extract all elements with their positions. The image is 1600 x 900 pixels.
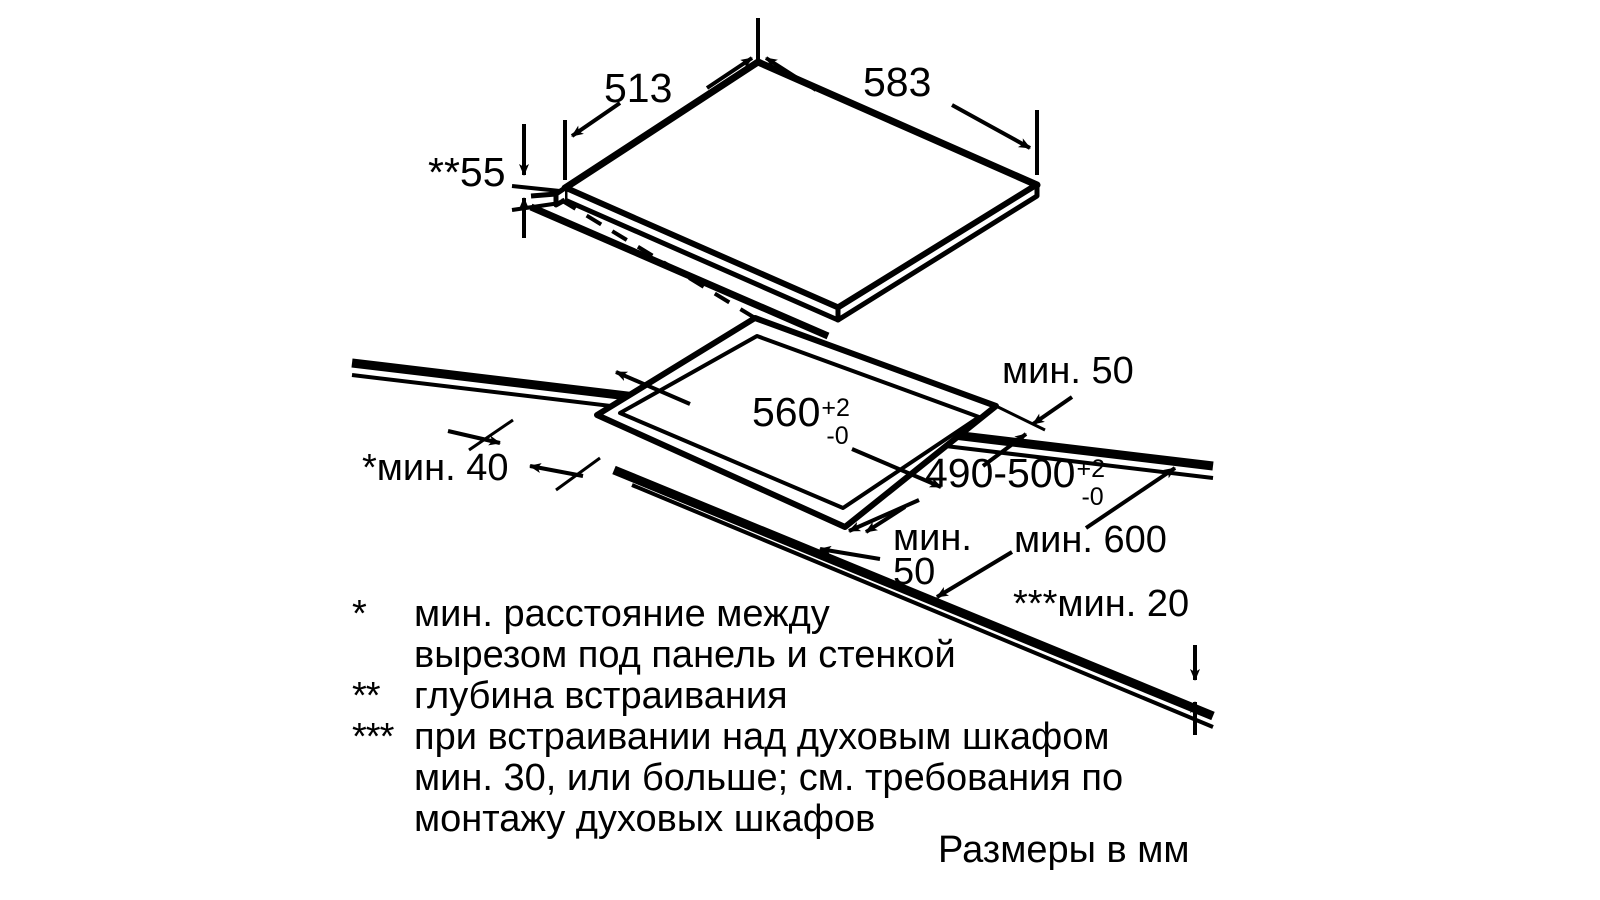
- legend-mark-1: *: [352, 593, 367, 635]
- dimension-label-width-583: 583: [863, 59, 932, 105]
- clearance-label-side-wall-line2: 50: [893, 551, 936, 593]
- arrow-min40-left: [529, 463, 584, 478]
- arrow-513-to-left: [570, 101, 622, 138]
- legend-text-3-line-1: при встраивании над духовым шкафом: [414, 716, 1110, 758]
- dimension-label-height-55: **55: [428, 149, 506, 195]
- cooktop-underside-tick: [530, 191, 557, 199]
- ext-line-55-bottom: [511, 201, 561, 212]
- arrow-min50-side-b: [819, 545, 881, 561]
- clearance-label-front-edge: *мин. 40: [362, 447, 509, 489]
- cooktop-panel-geometry: [529, 58, 1041, 340]
- ext-line-55-top: [511, 184, 561, 193]
- footnote-legend: * мин. расстояние между вырезом под пане…: [352, 594, 1232, 840]
- dimension-label-depth-513: 513: [604, 65, 673, 111]
- arrow-min600-up: [1084, 466, 1177, 530]
- arrow-513-to-apex: [705, 56, 754, 90]
- units-caption: Размеры в мм: [938, 829, 1190, 871]
- clearance-label-rear-wall: мин. 50: [1002, 350, 1134, 392]
- dimension-label-cutout-depth: 490-500+2-0: [925, 450, 1105, 510]
- cutout-width-value: 560: [752, 389, 821, 435]
- cooktop-underside-edge: [529, 203, 830, 340]
- ext-line-490-right: [995, 404, 1046, 432]
- legend-item-2: ** глубина встраивания: [352, 676, 1232, 717]
- ext-line-min40-b: [555, 456, 601, 492]
- arrow-min50-side-a: [864, 505, 907, 534]
- dimension-label-cutout-width: 560+2-0: [752, 389, 850, 449]
- arrow-min600-down: [935, 550, 1014, 599]
- projection-helper-2: [497, 200, 561, 392]
- cutout-depth-value: 490-500: [925, 450, 1076, 496]
- legend-text-3-line-3: монтажу духовых шкафов: [414, 798, 876, 840]
- legend-mark-2: **: [352, 675, 381, 717]
- arrow-583-to-apex: [764, 56, 818, 92]
- ext-line-min40-a: [468, 418, 514, 452]
- cooktop-front-right-face: [835, 182, 1040, 323]
- arrow-min50-rear: [1031, 395, 1074, 426]
- cutout-width-tol-minus: -0: [826, 422, 849, 450]
- legend-mark-3: ***: [352, 716, 394, 758]
- clearance-label-side-wall-line1: мин.: [893, 517, 972, 559]
- legend-text-2-line-1: глубина встраивания: [414, 675, 788, 717]
- cutout-width-tol-plus: +2: [821, 394, 850, 422]
- projection-helper: [447, 200, 561, 430]
- clearance-label-hood-height: мин. 600: [1014, 519, 1167, 561]
- arrow-490-upper-right: [981, 432, 1028, 468]
- worktop-front-edge-top: [612, 465, 1215, 721]
- projection-dashed-line: [559, 198, 757, 320]
- cutout-depth-tol-plus: +2: [1076, 455, 1105, 483]
- legend-text-1-line-1: мин. расстояние между: [414, 593, 830, 635]
- arrow-min40-right: [447, 429, 501, 446]
- arrow-583-to-right: [951, 103, 1031, 150]
- cutout-depth-tol-minus: -0: [1081, 483, 1104, 511]
- legend-item-3: *** при встраивании над духовым шкафом: [352, 717, 1232, 758]
- clearance-label-worktop-thickness: ***мин. 20: [1013, 583, 1190, 625]
- arrow-560-lower-right: [851, 447, 942, 489]
- arrow-560-upper-left: [615, 370, 691, 406]
- dimension-lines: [447, 18, 1200, 735]
- legend-text-3-line-2: мин. 30, или больше; см. требования по: [414, 757, 1124, 799]
- worktop-front-edge-bottom: [631, 483, 1214, 729]
- legend-item-1: * мин. расстояние между: [352, 594, 1232, 635]
- legend-text-1-line-2: вырезом под панель и стенкой: [414, 634, 956, 676]
- arrow-490-lower-left: [848, 498, 920, 533]
